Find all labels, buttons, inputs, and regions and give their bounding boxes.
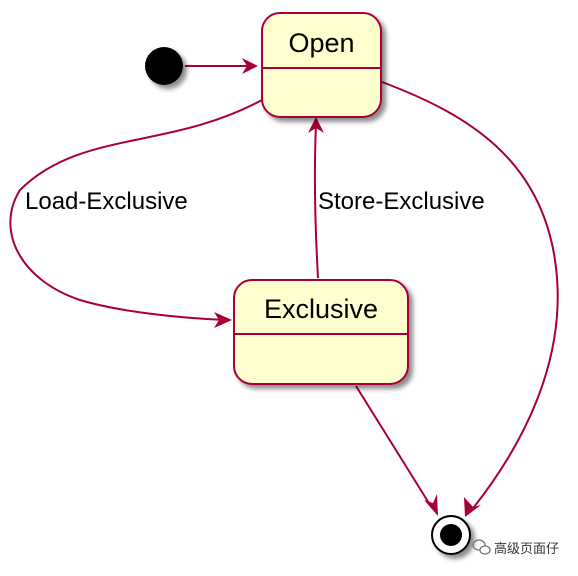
label-store-exclusive: Store-Exclusive xyxy=(318,188,485,215)
label-load-exclusive: Load-Exclusive xyxy=(25,188,188,215)
state-open-title: Open xyxy=(288,28,354,58)
transition-store-exclusive xyxy=(308,117,324,279)
state-open: Open xyxy=(261,12,382,118)
transition-exclusive-to-end xyxy=(355,385,438,516)
watermark: 高级页面仔 xyxy=(472,539,559,557)
transition-open-to-end xyxy=(381,81,559,517)
wechat-icon xyxy=(472,539,491,555)
initial-state xyxy=(145,47,183,85)
state-exclusive: Exclusive xyxy=(233,279,409,385)
watermark-text: 高级页面仔 xyxy=(494,541,559,557)
transition-start-to-open xyxy=(185,58,258,74)
final-state xyxy=(431,515,471,555)
transition-load-exclusive xyxy=(9,99,263,328)
state-exclusive-title: Exclusive xyxy=(264,294,378,324)
